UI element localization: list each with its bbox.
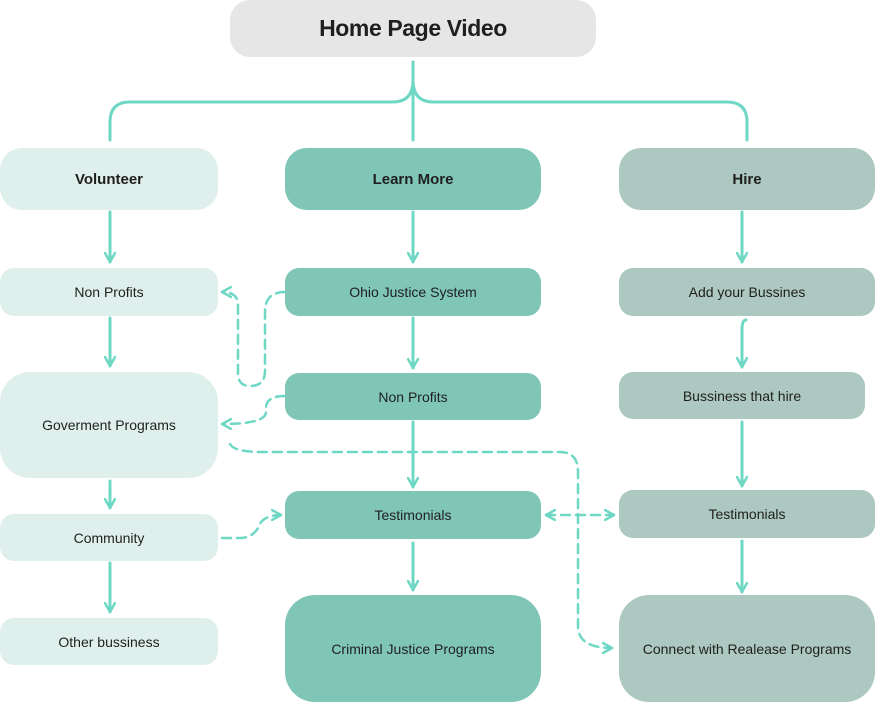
hire-connect-release-programs-node: Connect with Realease Programs: [619, 595, 875, 702]
root-branch-left: [108, 78, 415, 142]
hire-businesses-that-hire-node: Bussiness that hire: [619, 372, 865, 419]
hire-testimonials-node: Testimonials: [619, 490, 875, 538]
home-page-video-node: Home Page Video: [230, 0, 596, 57]
hire-header-node: Hire: [619, 148, 875, 210]
dashed-community-to-testimonials: [220, 515, 283, 540]
dashed-ohio-to-nonprofits: [220, 292, 287, 388]
arrow-addbusiness-hire: [742, 318, 746, 369]
volunteer-header-node: Volunteer: [0, 148, 218, 210]
learn-more-ohio-justice-node: Ohio Justice System: [285, 268, 541, 316]
learn-more-header-node: Learn More: [285, 148, 541, 210]
learn-more-non-profits-node: Non Profits: [285, 373, 541, 420]
volunteer-community-node: Community: [0, 514, 218, 561]
volunteer-government-programs-node: Goverment Programs: [0, 372, 218, 478]
learn-more-criminal-justice-node: Criminal Justice Programs: [285, 595, 541, 702]
dashed-nonprofits-to-government: [220, 394, 287, 424]
dashed-government-to-connect: [228, 442, 614, 648]
learn-more-testimonials-node: Testimonials: [285, 491, 541, 539]
volunteer-other-business-node: Other bussiness: [0, 618, 218, 665]
hire-add-business-node: Add your Bussines: [619, 268, 875, 316]
volunteer-non-profits-node: Non Profits: [0, 268, 218, 316]
root-branch-right: [411, 78, 749, 142]
